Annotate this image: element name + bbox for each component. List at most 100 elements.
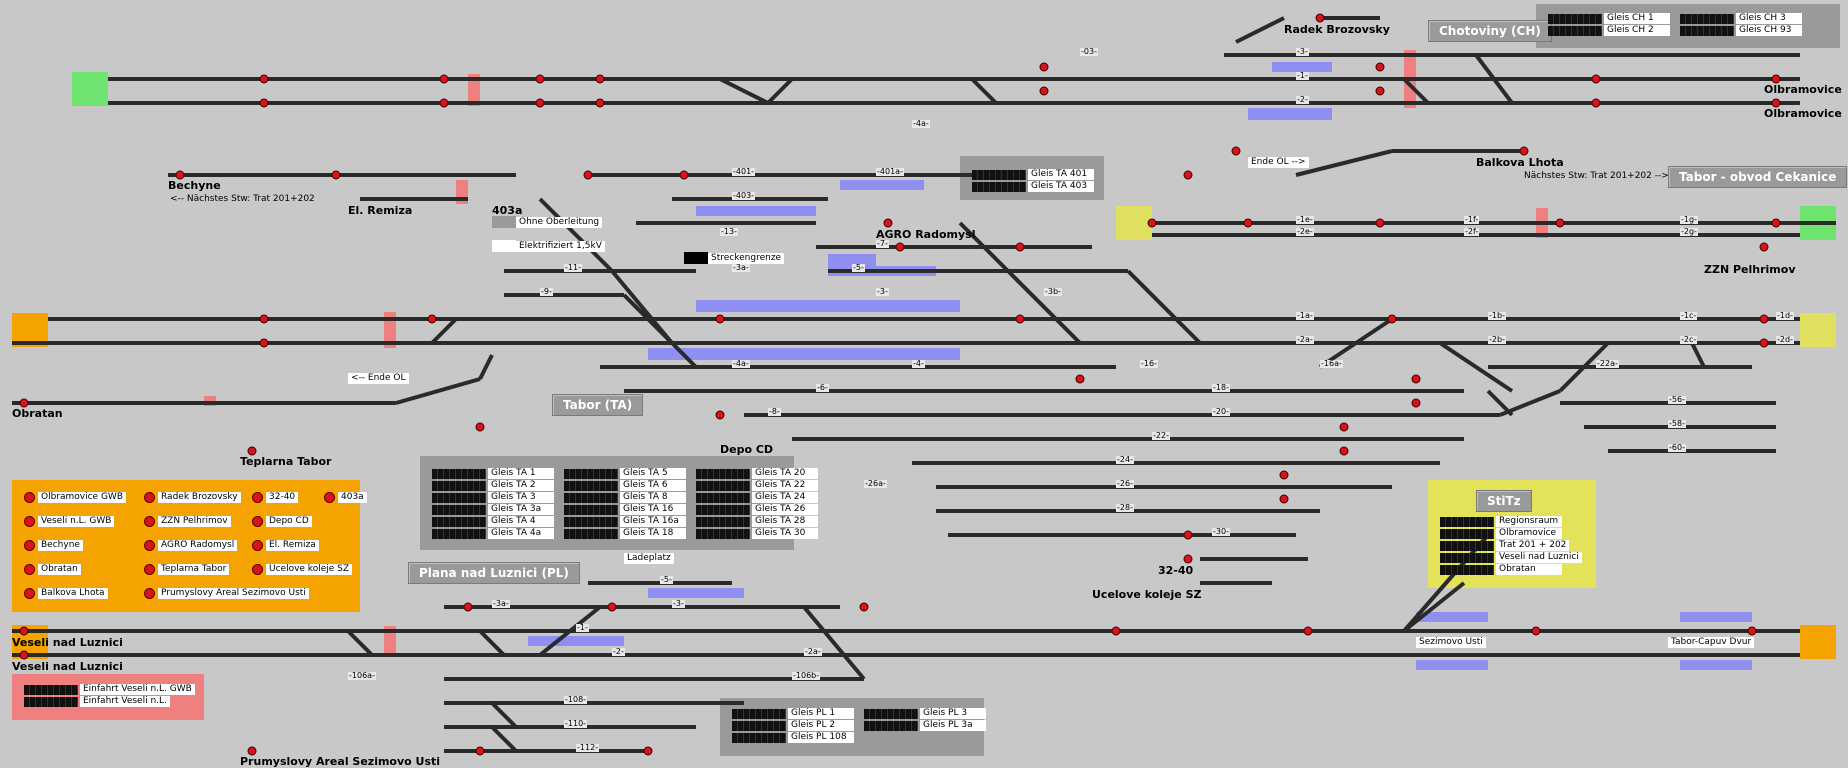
track-label-t2b[interactable]: -2b- [1488,335,1506,344]
signal-icon[interactable] [1519,146,1529,156]
signal-icon[interactable] [1183,530,1193,540]
legend-item[interactable]: Ucelove koleje SZ [252,564,353,575]
signal-icon[interactable] [1039,62,1049,72]
track-segment[interactable] [1295,149,1393,177]
track-label-pl2[interactable]: -2- [612,647,625,656]
signal-icon[interactable] [1075,374,1085,384]
legend-item[interactable]: 32-40 [252,492,299,503]
legend-item[interactable]: Depo CD [252,516,312,527]
signal-icon[interactable] [1183,554,1193,564]
signal-icon[interactable] [1231,146,1241,156]
gleis-ta-b-2[interactable]: Gleis TA 8 [564,492,686,503]
gleis-ta-b-5[interactable]: Gleis TA 18 [564,528,686,539]
gleis-ch-1[interactable]: Gleis CH 1 [1548,13,1670,24]
signal-icon[interactable] [1375,86,1385,96]
track-label-t1f[interactable]: -1f- [1464,215,1480,224]
legend-item[interactable]: Olbramovice GWB [24,492,127,503]
station-veseli-1[interactable]: Veseli nad Luznici [12,636,123,649]
track-label-t7[interactable]: -7- [876,239,889,248]
track-label-t1d[interactable]: -1d- [1776,311,1794,320]
signal-icon[interactable] [1375,62,1385,72]
signal-icon[interactable] [19,650,29,660]
signal-icon[interactable] [1771,218,1781,228]
gleis-ta-a-3[interactable]: Gleis TA 3a [432,504,554,515]
track-label-t2e[interactable]: -2e- [1296,227,1314,236]
gleis-ta-b-1[interactable]: Gleis TA 6 [564,480,686,491]
track-label-t1c[interactable]: -1c- [1680,311,1698,320]
einfahrt-item-0[interactable]: Einfahrt Veseli n.L. GWB [24,684,195,695]
stitz-item-2[interactable]: Trat 201 + 202 [1440,540,1570,551]
signal-icon[interactable] [643,746,653,756]
track-label-t1g[interactable]: -1g- [1680,215,1698,224]
track-segment[interactable] [1402,77,1430,105]
track-label-t108[interactable]: -108- [564,695,588,704]
station-radek[interactable]: Radek Brozovsky [1284,23,1390,36]
track-label-t3bb[interactable]: -3b- [1044,287,1062,296]
signal-icon[interactable] [1375,218,1385,228]
signal-icon[interactable] [331,170,341,180]
signal-icon[interactable] [1243,218,1253,228]
stitz-item-3[interactable]: Veseli nad Luznici [1440,552,1582,563]
track-label-pl3[interactable]: -3- [672,599,685,608]
signal-icon[interactable] [583,170,593,180]
gleis-ch-2[interactable]: Gleis CH 2 [1548,25,1670,36]
signal-icon[interactable] [1771,74,1781,84]
station-ucelove[interactable]: Ucelove koleje SZ [1092,588,1202,601]
signal-icon[interactable] [19,626,29,636]
signal-icon[interactable] [859,602,869,612]
signals[interactable] [19,13,1781,756]
gleis-ta-b-3[interactable]: Gleis TA 16 [564,504,686,515]
signal-icon[interactable] [1147,218,1157,228]
signal-icon[interactable] [259,314,269,324]
signal-icon[interactable] [679,170,689,180]
track-label-t58[interactable]: -58- [1668,419,1686,428]
track-segment[interactable] [1006,269,1082,345]
signal-icon[interactable] [895,242,905,252]
signal-icon[interactable] [259,98,269,108]
entry-zone-balkova-yellow[interactable] [1116,206,1152,240]
gleis-pl-b-1[interactable]: Gleis PL 3a [864,720,986,731]
gleis-ta-a-0[interactable]: Gleis TA 1 [432,468,554,479]
legend-item[interactable]: Veseli n.L. GWB [24,516,115,527]
track-label-t401a[interactable]: -401a- [876,167,904,176]
label-403a[interactable]: 403a [492,204,523,217]
track-segment[interactable] [1174,317,1202,345]
track-segment[interactable] [1402,581,1466,633]
track-label-t4a2[interactable]: -4a- [732,359,750,368]
track-label-t60[interactable]: -60- [1668,443,1686,452]
track-label-t401[interactable]: -401- [732,167,756,176]
gleis-pl-b-0[interactable]: Gleis PL 3 [864,708,986,719]
track-segment[interactable] [622,293,698,369]
signal-icon[interactable] [1387,314,1397,324]
signal-icon[interactable] [1759,242,1769,252]
legend-item[interactable]: Obratan [24,564,81,575]
gleis-ta-a-1[interactable]: Gleis TA 2 [432,480,554,491]
gleis-ch-93[interactable]: Gleis CH 93 [1680,25,1802,36]
station-sezimovo[interactable]: Sezimovo Usti [1416,637,1486,648]
track-label-t1a[interactable]: -1a- [1296,311,1314,320]
gleis-pl-a-1[interactable]: Gleis PL 2 [732,720,854,731]
signal-icon[interactable] [475,422,485,432]
track-label-t9[interactable]: -9- [540,287,553,296]
stitz-item-4[interactable]: Obratan [1440,564,1562,575]
signal-icon[interactable] [1531,626,1541,636]
station-balkova[interactable]: Balkova Lhota [1476,156,1564,169]
track-label-t2g[interactable]: -2g- [1680,227,1698,236]
signal-icon[interactable] [439,98,449,108]
legend-item[interactable]: Radek Brozovsky [144,492,241,503]
einfahrt-item-1[interactable]: Einfahrt Veseli n.L. [24,696,170,707]
track-segment[interactable] [1499,389,1561,417]
gleis-pl-a-2[interactable]: Gleis PL 108 [732,732,854,743]
track-segment[interactable] [766,77,794,105]
track-label-t2c[interactable]: -2c- [1680,335,1698,344]
station-tabor-ta[interactable]: Tabor (TA) [552,394,644,416]
track-label-t26[interactable]: -26- [1116,479,1134,488]
entry-zone-veseli-right[interactable] [1800,625,1836,659]
signal-icon[interactable] [595,74,605,84]
signal-icon[interactable] [247,746,257,756]
gleis-ta-c-2[interactable]: Gleis TA 24 [696,492,818,503]
track-label-t106a[interactable]: -106a- [348,671,376,680]
track-label-t24[interactable]: -24- [1116,455,1134,464]
station-chotoviny[interactable]: Chotoviny (CH) [1428,20,1552,42]
signal-icon[interactable] [439,74,449,84]
